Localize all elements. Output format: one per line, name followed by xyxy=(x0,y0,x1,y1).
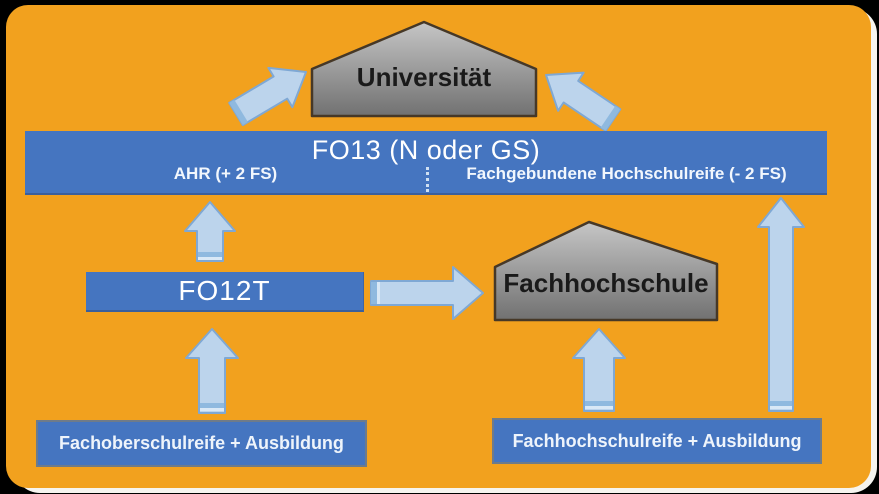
fachhochschulreife-label: Fachhochschulreife + Ausbildung xyxy=(512,430,802,451)
fo13-fachgebundene-label: Fachgebundene Hochschulreife (- 2 FS) xyxy=(466,164,787,183)
right-arrow-fo12t-to-fachhochschule-icon xyxy=(370,266,484,320)
up-arrow-fachoberschulreife-to-fo12t-icon xyxy=(185,328,239,414)
fachhochschule-label: Fachhochschule xyxy=(503,268,709,298)
universitaet-label: Universität xyxy=(356,62,492,92)
fachoberschulreife-label: Fachoberschulreife + Ausbildung xyxy=(59,433,344,453)
fo13-title: FO13 (N oder GS) xyxy=(311,135,541,165)
fo12t-label: FO12T xyxy=(178,275,271,306)
fo13-bar: FO13 (N oder GS) AHR (+ 2 FS) Fachgebund… xyxy=(25,131,827,195)
diagonal-arrow-fo13-to-universitaet-right-icon xyxy=(545,71,622,132)
fo13-dotted-divider xyxy=(426,167,429,192)
universitaet-house: Universität xyxy=(310,20,538,118)
fo13-subtitle-row: AHR (+ 2 FS) Fachgebundene Hochschulreif… xyxy=(25,164,827,184)
up-arrow-fachhochschulreife-to-fachhochschule-icon xyxy=(572,328,626,412)
up-arrow-fo12t-to-fo13-icon xyxy=(184,201,236,262)
up-arrow-fachhochschulreife-to-fo13-icon xyxy=(757,197,805,412)
fachhochschulreife-box: Fachhochschulreife + Ausbildung xyxy=(492,418,822,464)
fo13-ahr-label: AHR (+ 2 FS) xyxy=(173,164,278,183)
fachoberschulreife-box: Fachoberschulreife + Ausbildung xyxy=(36,420,367,467)
diagonal-arrow-fo13-to-universitaet-left-icon xyxy=(228,66,307,127)
fachhochschule-house: Fachhochschule xyxy=(493,220,719,322)
fo12t-box: FO12T xyxy=(86,272,364,312)
